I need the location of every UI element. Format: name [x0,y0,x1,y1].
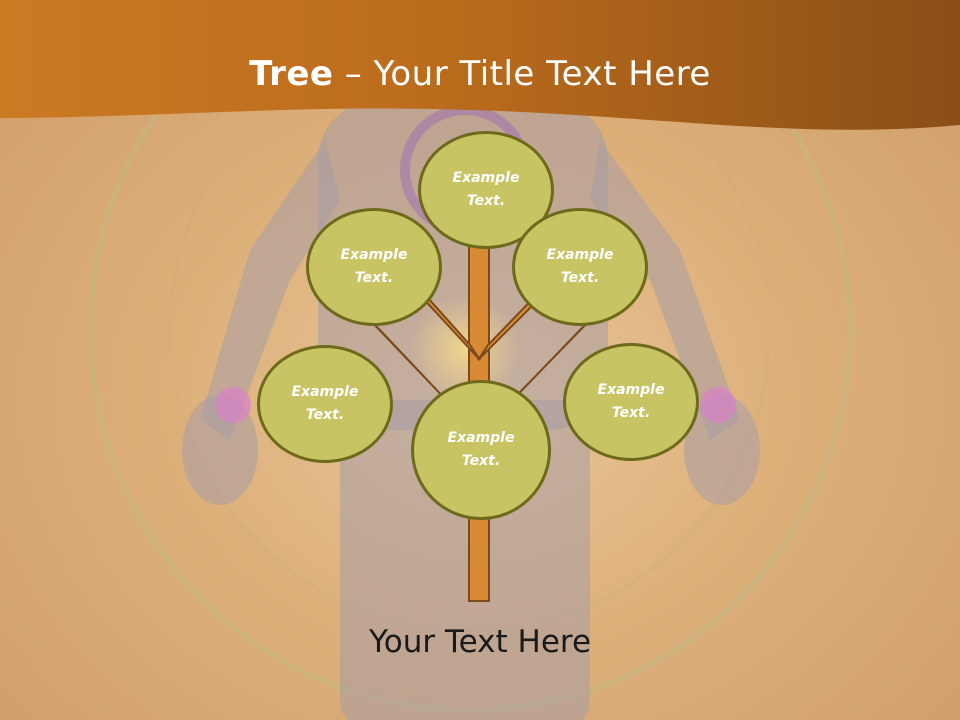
tree-node-lower-left: Example Text. [257,345,393,463]
title-rest: – Your Title Text Here [333,54,711,94]
tree-node-label: Example Text. [447,430,515,469]
header-band [0,0,960,130]
tree-node-lower-right: Example Text. [563,343,699,461]
tree-node-center: Example Text. [411,380,551,520]
tree-node-upper-right: Example Text. [512,208,648,326]
tree-node-label: Example Text. [340,247,408,286]
tree-node-label: Example Text. [452,170,520,209]
footer-text: Your Text Here [368,624,592,660]
title-bold: Tree [249,54,334,94]
tree-node-label: Example Text. [597,382,665,421]
tree-node-upper-left: Example Text. [306,208,442,326]
tree-node-label: Example Text. [546,247,614,286]
tree-node-label: Example Text. [291,384,359,423]
slide-title: Tree – Your Title Text Here [0,54,960,94]
